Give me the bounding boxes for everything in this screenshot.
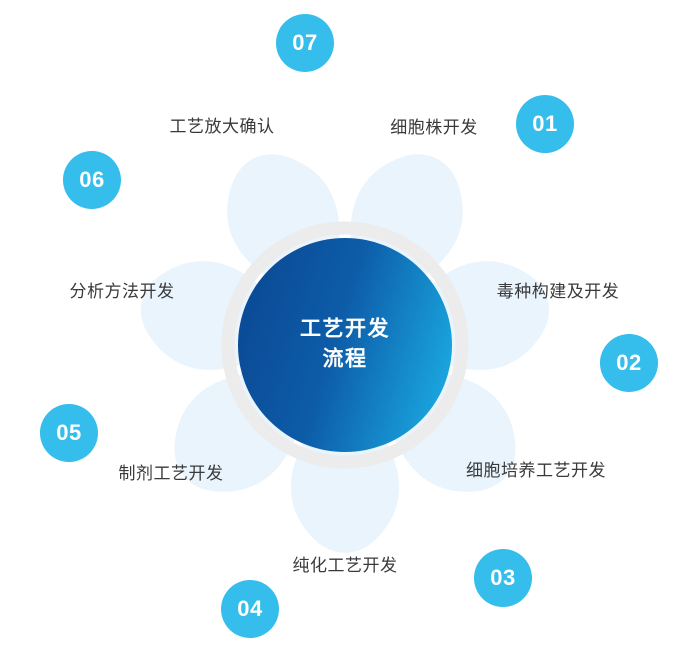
step-badge-01[interactable]: 01 <box>514 93 576 155</box>
center-circle <box>238 238 452 452</box>
badge-number-05: 05 <box>56 420 82 445</box>
badge-number-04: 04 <box>237 596 263 621</box>
badge-number-07: 07 <box>292 30 318 55</box>
badge-blob-icon <box>600 334 658 392</box>
step-badge-06[interactable]: 06 <box>61 149 123 211</box>
step-badge-03[interactable]: 03 <box>472 547 534 609</box>
step-badge-07[interactable]: 07 <box>274 12 336 74</box>
badge-blob-icon <box>39 403 99 463</box>
badge-blob-icon <box>516 95 574 153</box>
badge-number-01: 01 <box>532 111 558 136</box>
step-badge-05[interactable]: 05 <box>38 402 100 464</box>
badge-blob-icon <box>474 549 532 607</box>
badge-blob-icon <box>276 14 334 72</box>
badge-number-03: 03 <box>490 565 516 590</box>
center-ring <box>221 221 469 469</box>
badge-number-06: 06 <box>79 167 105 192</box>
step-badge-02[interactable]: 02 <box>598 332 660 394</box>
badge-blob-icon <box>63 151 121 209</box>
badge-blob-icon <box>221 580 279 638</box>
badge-number-02: 02 <box>616 350 642 375</box>
step-badge-04[interactable]: 04 <box>219 578 281 640</box>
